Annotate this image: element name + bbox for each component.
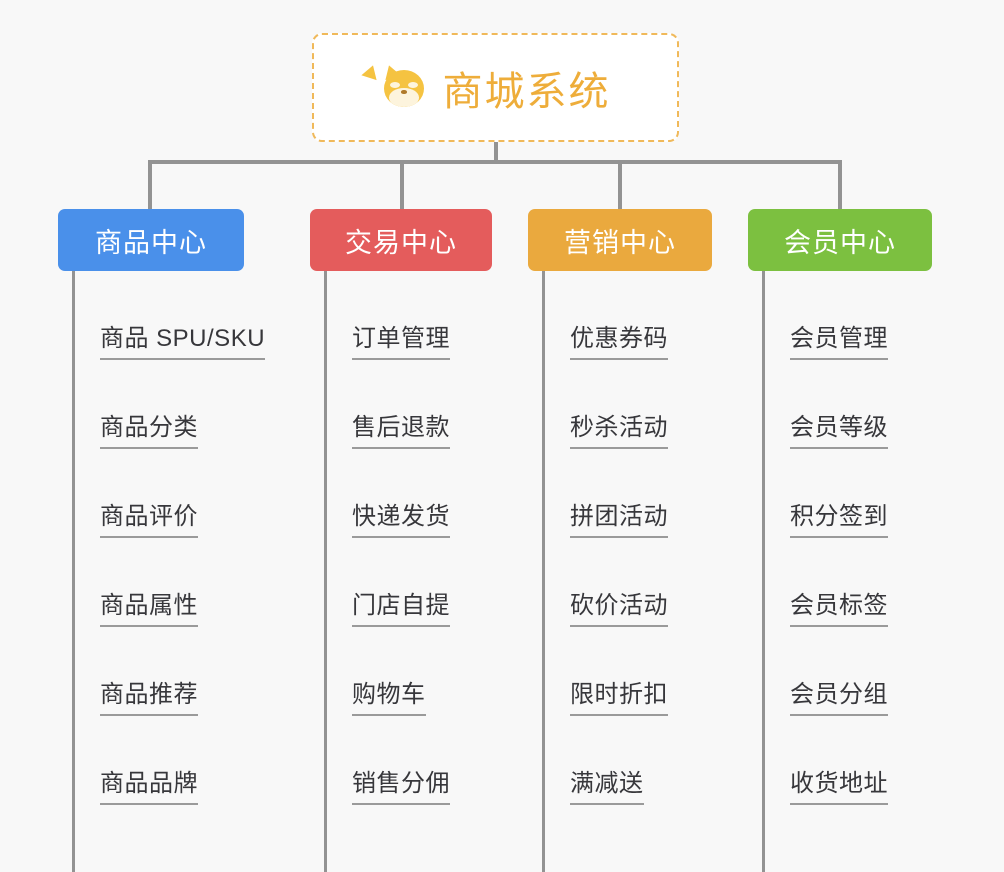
leaf-item[interactable]: 商品分类 [72,360,298,449]
leaf-item[interactable]: 收货地址 [762,716,968,805]
leaf-item[interactable]: 商品属性 [72,538,298,627]
leaf-item[interactable]: 购物车 [324,627,530,716]
leaf-item[interactable]: 商品品牌 [72,716,298,805]
leaf-item[interactable]: 商品评价 [72,449,298,538]
leaf-item[interactable]: 拼团活动 [542,449,748,538]
leaf-item[interactable]: 商品推荐 [72,627,298,716]
leaf-item[interactable]: 售后退款 [324,360,530,449]
leaf-list-member: 会员管理 会员等级 积分签到 会员标签 会员分组 收货地址 [762,271,968,872]
leaf-item[interactable]: 门店自提 [324,538,530,627]
leaf-item[interactable]: 限时折扣 [542,627,748,716]
root-stem-connector [494,142,498,163]
branch-column-marketing: 营销中心 优惠券码 秒杀活动 拼团活动 砍价活动 限时折扣 满减送 [528,209,748,872]
leaf-list-trade: 订单管理 售后退款 快递发货 门店自提 购物车 销售分佣 [324,271,530,872]
branch-header-member[interactable]: 会员中心 [748,209,932,271]
leaf-item[interactable]: 会员等级 [762,360,968,449]
shiba-dog-icon [360,62,429,112]
mindmap-canvas: 商城系统 商品中心 商品 SPU/SKU 商品分类 商品评价 商品属性 商品推荐… [58,33,968,872]
branch-title: 会员中心 [784,227,896,258]
branch-trunk-connector [762,271,765,872]
branch-trunk-connector [324,271,327,872]
leaf-item[interactable]: 快递发货 [324,449,530,538]
branch-column-trade: 交易中心 订单管理 售后退款 快递发货 门店自提 购物车 销售分佣 [310,209,530,872]
branch-trunk-connector [72,271,75,872]
leaf-item[interactable]: 会员管理 [762,271,968,360]
leaf-item[interactable]: 会员标签 [762,538,968,627]
branch-header-product[interactable]: 商品中心 [58,209,244,271]
branch-header-marketing[interactable]: 营销中心 [528,209,712,271]
branch-drop-connector-1 [148,160,152,210]
leaf-list-product: 商品 SPU/SKU 商品分类 商品评价 商品属性 商品推荐 商品品牌 [72,271,298,872]
branch-header-trade[interactable]: 交易中心 [310,209,492,271]
leaf-item[interactable]: 优惠券码 [542,271,748,360]
leaf-list-marketing: 优惠券码 秒杀活动 拼团活动 砍价活动 限时折扣 满减送 [542,271,748,872]
leaf-item[interactable]: 砍价活动 [542,538,748,627]
branch-bus-connector [150,160,840,164]
leaf-item[interactable]: 会员分组 [762,627,968,716]
branch-title: 商品中心 [95,227,207,258]
branch-drop-connector-4 [838,160,842,210]
leaf-item[interactable]: 订单管理 [324,271,530,360]
root-title: 商城系统 [442,69,611,114]
branch-trunk-connector [542,271,545,872]
branch-column-product: 商品中心 商品 SPU/SKU 商品分类 商品评价 商品属性 商品推荐 商品品牌 [58,209,298,872]
leaf-item[interactable]: 满减送 [542,716,748,805]
branch-title: 交易中心 [345,227,457,258]
branch-column-member: 会员中心 会员管理 会员等级 积分签到 会员标签 会员分组 收货地址 [748,209,968,872]
branch-title: 营销中心 [564,227,676,258]
leaf-item[interactable]: 秒杀活动 [542,360,748,449]
leaf-item[interactable]: 销售分佣 [324,716,530,805]
branch-drop-connector-2 [400,160,404,210]
leaf-item[interactable]: 积分签到 [762,449,968,538]
root-node[interactable]: 商城系统 [312,33,679,142]
branch-drop-connector-3 [618,160,622,210]
leaf-item[interactable]: 商品 SPU/SKU [72,271,298,360]
